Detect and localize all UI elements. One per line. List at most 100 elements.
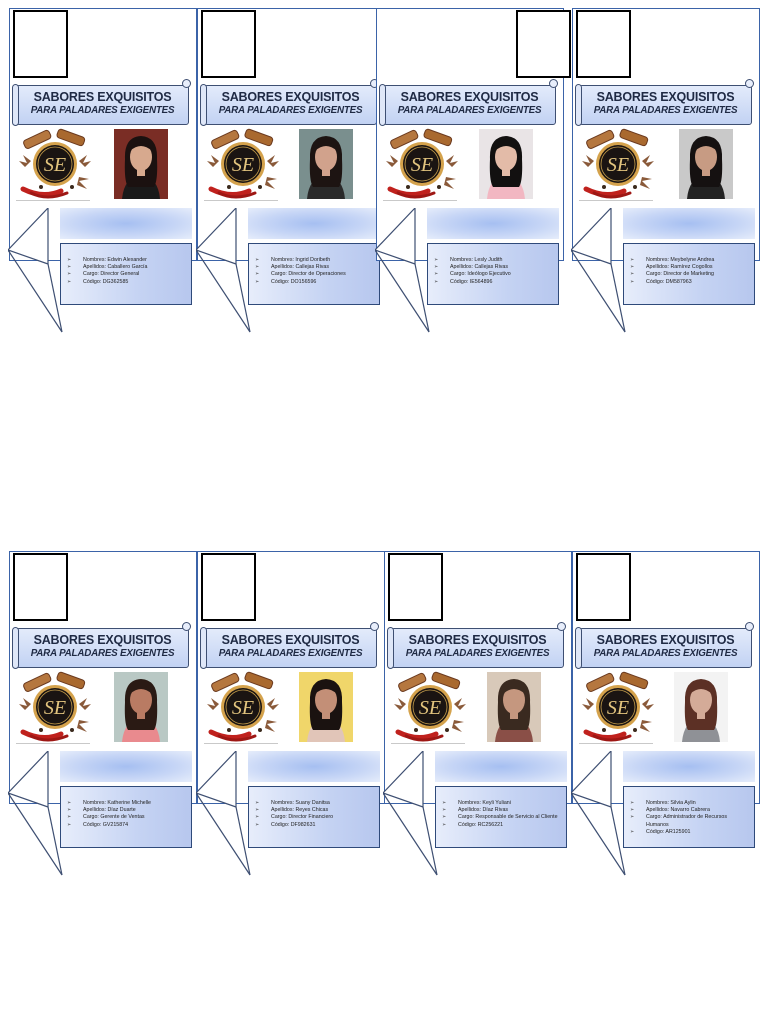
employee-first-name: Nombres: Ingrid Doribeth <box>255 257 375 264</box>
name-highlight-bar <box>60 208 192 239</box>
company-banner: SABORES EXQUISITOS PARA PALADARES EXIGEN… <box>575 79 754 126</box>
logo-divider <box>204 743 278 744</box>
company-name: SABORES EXQUISITOS <box>33 633 172 647</box>
company-banner: SABORES EXQUISITOS PARA PALADARES EXIGEN… <box>12 622 191 669</box>
company-slogan: PARA PALADARES EXIGENTES <box>593 105 738 116</box>
company-slogan: PARA PALADARES EXIGENTES <box>405 648 550 659</box>
arrow-shape <box>569 750 627 882</box>
logo-divider <box>579 200 653 201</box>
company-logo: SE <box>17 127 93 201</box>
company-slogan: PARA PALADARES EXIGENTES <box>30 105 175 116</box>
employee-code: Código: GV215874 <box>67 822 187 829</box>
photo-placeholder-box <box>201 553 256 621</box>
employee-first-name: Nombres: Keyli Yuliani <box>442 800 562 807</box>
id-card: SABORES EXQUISITOS PARA PALADARES EXIGEN… <box>6 8 197 333</box>
employee-position: Cargo: Director de Marketing <box>630 271 750 278</box>
name-highlight-bar <box>623 751 755 782</box>
arrow-shape <box>569 207 627 339</box>
company-banner: SABORES EXQUISITOS PARA PALADARES EXIGEN… <box>575 622 754 669</box>
svg-text:SE: SE <box>607 697 629 719</box>
employee-code: Código: DG362585 <box>67 279 187 286</box>
photo-placeholder-box <box>388 553 443 621</box>
company-slogan: PARA PALADARES EXIGENTES <box>30 648 175 659</box>
company-banner: SABORES EXQUISITOS PARA PALADARES EXIGEN… <box>200 622 379 669</box>
logo-divider <box>16 743 90 744</box>
employee-photo <box>114 672 168 742</box>
company-slogan: PARA PALADARES EXIGENTES <box>593 648 738 659</box>
photo-placeholder-box <box>516 10 571 78</box>
name-highlight-bar <box>60 751 192 782</box>
employee-position: Cargo: Gerente de Ventas <box>67 814 187 821</box>
company-banner: SABORES EXQUISITOS PARA PALADARES EXIGEN… <box>12 79 191 126</box>
employee-photo <box>114 129 168 199</box>
employee-position: Cargo: Responsable de Servicio al Client… <box>442 814 562 821</box>
company-banner: SABORES EXQUISITOS PARA PALADARES EXIGEN… <box>200 79 379 126</box>
company-name: SABORES EXQUISITOS <box>596 90 735 104</box>
employee-first-name: Nombres: Silvia Aylin <box>630 800 750 807</box>
employee-last-name: Apellidos: Díaz Duarte <box>67 807 187 814</box>
employee-photo <box>299 129 353 199</box>
company-name: SABORES EXQUISITOS <box>33 90 172 104</box>
company-logo: SE <box>17 670 93 744</box>
id-card: SABORES EXQUISITOS PARA PALADARES EXIGEN… <box>6 551 197 876</box>
svg-text:SE: SE <box>232 154 254 176</box>
company-logo: SE <box>205 127 281 201</box>
employee-last-name: Apellidos: Díaz Rivas <box>442 807 562 814</box>
employee-position: Cargo: Director Financiero <box>255 814 375 821</box>
employee-first-name: Nombres: Edwin Alexander <box>67 257 187 264</box>
company-name: SABORES EXQUISITOS <box>221 90 360 104</box>
logo-divider <box>204 200 278 201</box>
logo-divider <box>383 200 457 201</box>
employee-info-box: Nombres: Keyli Yuliani Apellidos: Díaz R… <box>435 786 567 848</box>
arrow-shape <box>194 750 252 882</box>
employee-code: Código: AR125901 <box>630 829 750 836</box>
employee-info-box: Nombres: Katherine Michelle Apellidos: D… <box>60 786 192 848</box>
name-highlight-bar <box>427 208 559 239</box>
employee-info-box: Nombres: Suany Danitsa Apellidos: Reyes … <box>248 786 380 848</box>
company-slogan: PARA PALADARES EXIGENTES <box>397 105 542 116</box>
photo-placeholder-box <box>201 10 256 78</box>
employee-last-name: Apellidos: Callejas Rivas <box>255 264 375 271</box>
photo-placeholder-box <box>13 10 68 78</box>
svg-text:SE: SE <box>419 697 441 719</box>
employee-last-name: Apellidos: Callejas Rivas <box>434 264 554 271</box>
id-card: SABORES EXQUISITOS PARA PALADARES EXIGEN… <box>373 8 571 333</box>
employee-last-name: Apellidos: Reyes Chicas <box>255 807 375 814</box>
svg-text:SE: SE <box>411 154 433 176</box>
svg-text:SE: SE <box>44 154 66 176</box>
id-card: SABORES EXQUISITOS PARA PALADARES EXIGEN… <box>194 8 385 333</box>
company-logo: SE <box>580 127 656 201</box>
name-highlight-bar <box>248 208 380 239</box>
id-card: SABORES EXQUISITOS PARA PALADARES EXIGEN… <box>569 551 760 876</box>
arrow-shape <box>381 750 439 882</box>
employee-first-name: Nombres: Suany Danitsa <box>255 800 375 807</box>
company-logo: SE <box>580 670 656 744</box>
company-slogan: PARA PALADARES EXIGENTES <box>218 648 363 659</box>
employee-first-name: Nombres: Meybelyne Andrea <box>630 257 750 264</box>
employee-photo <box>674 672 728 742</box>
arrow-shape <box>6 207 64 339</box>
employee-code: Código: RC256221 <box>442 822 562 829</box>
company-logo: SE <box>384 127 460 201</box>
company-banner: SABORES EXQUISITOS PARA PALADARES EXIGEN… <box>379 79 558 126</box>
employee-code: Código: DM587963 <box>630 279 750 286</box>
employee-info-box: Nombres: Edwin Alexander Apellidos: Caba… <box>60 243 192 305</box>
employee-last-name: Apellidos: Navarro Cabrera <box>630 807 750 814</box>
employee-info-box: Nombres: Meybelyne Andrea Apellidos: Ram… <box>623 243 755 305</box>
company-name: SABORES EXQUISITOS <box>408 633 547 647</box>
employee-first-name: Nombres: Katherine Michelle <box>67 800 187 807</box>
employee-position: Cargo: Ideólogo Ejecutivo <box>434 271 554 278</box>
employee-photo <box>479 129 533 199</box>
company-name: SABORES EXQUISITOS <box>400 90 539 104</box>
name-highlight-bar <box>435 751 567 782</box>
name-highlight-bar <box>248 751 380 782</box>
id-card: SABORES EXQUISITOS PARA PALADARES EXIGEN… <box>381 551 572 876</box>
employee-code: Código: DF982631 <box>255 822 375 829</box>
photo-placeholder-box <box>13 553 68 621</box>
id-card: SABORES EXQUISITOS PARA PALADARES EXIGEN… <box>569 8 760 333</box>
id-card: SABORES EXQUISITOS PARA PALADARES EXIGEN… <box>194 551 385 876</box>
name-highlight-bar <box>623 208 755 239</box>
employee-photo <box>487 672 541 742</box>
employee-info-box: Nombres: Lesly Judith Apellidos: Calleja… <box>427 243 559 305</box>
photo-placeholder-box <box>576 553 631 621</box>
